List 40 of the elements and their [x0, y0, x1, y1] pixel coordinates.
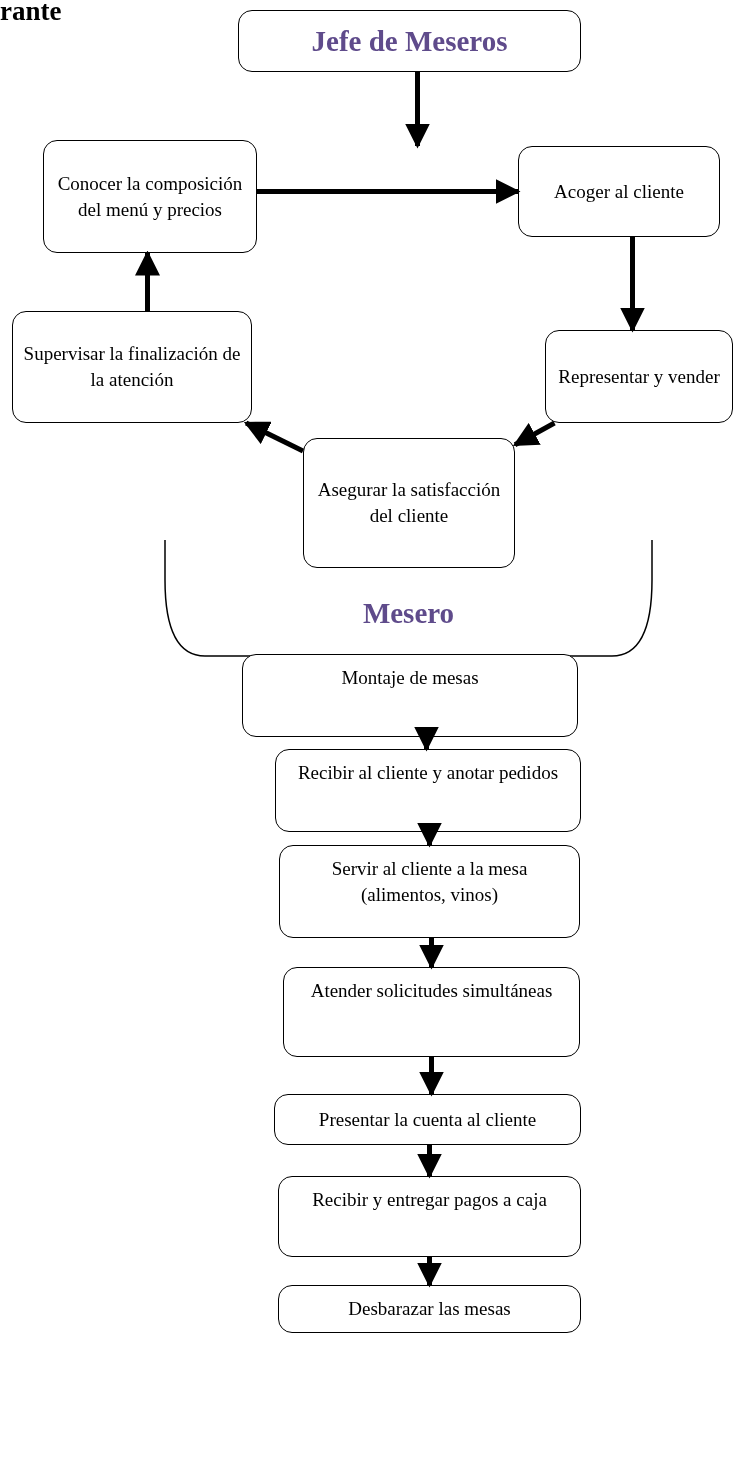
task-text: Recibir al cliente y anotar pedidos [297, 761, 559, 785]
task-box [274, 1094, 581, 1145]
task-box [43, 140, 257, 253]
heading-fragment: rante [0, 0, 62, 27]
task-box [283, 967, 580, 1057]
arrow [405, 72, 430, 149]
task-box [12, 311, 252, 423]
task-text: Conocer la composición del menú y precios [56, 171, 244, 222]
task-box [545, 330, 733, 423]
task-text: Supervisar la finalización de la atención [22, 342, 242, 392]
arrow [620, 237, 645, 333]
task-text: Presentar la cuenta al cliente [318, 1107, 537, 1132]
task-text: Asegurar la satisfacción del cliente [316, 478, 502, 528]
arrow [419, 938, 444, 970]
role-box [238, 10, 581, 72]
task-box [518, 146, 720, 237]
task-box [303, 438, 515, 568]
task-text: Montaje de mesas [341, 666, 479, 690]
arrow [135, 250, 160, 311]
arrow [243, 420, 305, 454]
task-text: Atender solicitudes simultáneas [310, 979, 553, 1003]
task-text: Servir al cliente a la mesa (alimentos, vinos) [330, 857, 529, 907]
task-box [275, 749, 581, 832]
task-text: Acoger al cliente [554, 179, 684, 204]
task-text: Desbarazar las mesas [348, 1297, 511, 1322]
task-box [279, 845, 580, 938]
task-box [242, 654, 578, 737]
task-text: Recibir y entregar pagos a caja [312, 1188, 547, 1212]
arrow [257, 179, 521, 204]
arrow [512, 420, 556, 447]
arrow [414, 726, 439, 752]
task-box [278, 1176, 581, 1257]
arrow [419, 1057, 444, 1097]
role-heading: Jefe de Meseros [311, 24, 508, 58]
arrow [417, 1145, 442, 1179]
role-heading: Mesero [362, 597, 455, 630]
task-text: Representar y vender [558, 364, 720, 389]
arrow [417, 1257, 442, 1288]
arrow [417, 822, 442, 848]
task-box [278, 1285, 581, 1333]
